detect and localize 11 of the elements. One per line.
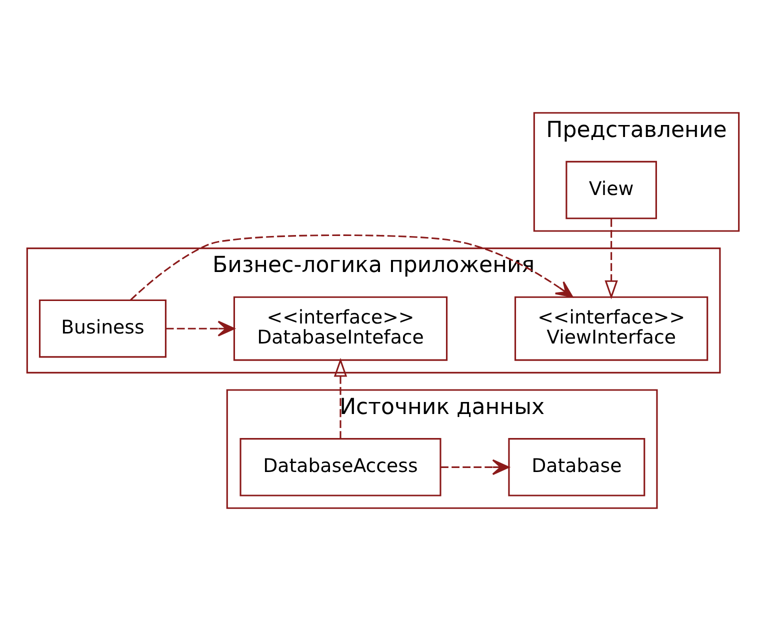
node-box: <<interface>> DatabaseInteface bbox=[233, 296, 448, 361]
node-box: DatabaseAccess bbox=[240, 438, 442, 496]
arrow bbox=[440, 459, 510, 476]
node-box: <<interface>> ViewInterface bbox=[514, 296, 708, 361]
node-box: View bbox=[566, 160, 657, 220]
arrow bbox=[334, 358, 348, 438]
arrow bbox=[604, 219, 618, 300]
node-box: Database bbox=[508, 438, 646, 496]
arrow bbox=[130, 234, 574, 301]
arrow bbox=[166, 320, 235, 336]
node-box: Business bbox=[38, 299, 166, 358]
